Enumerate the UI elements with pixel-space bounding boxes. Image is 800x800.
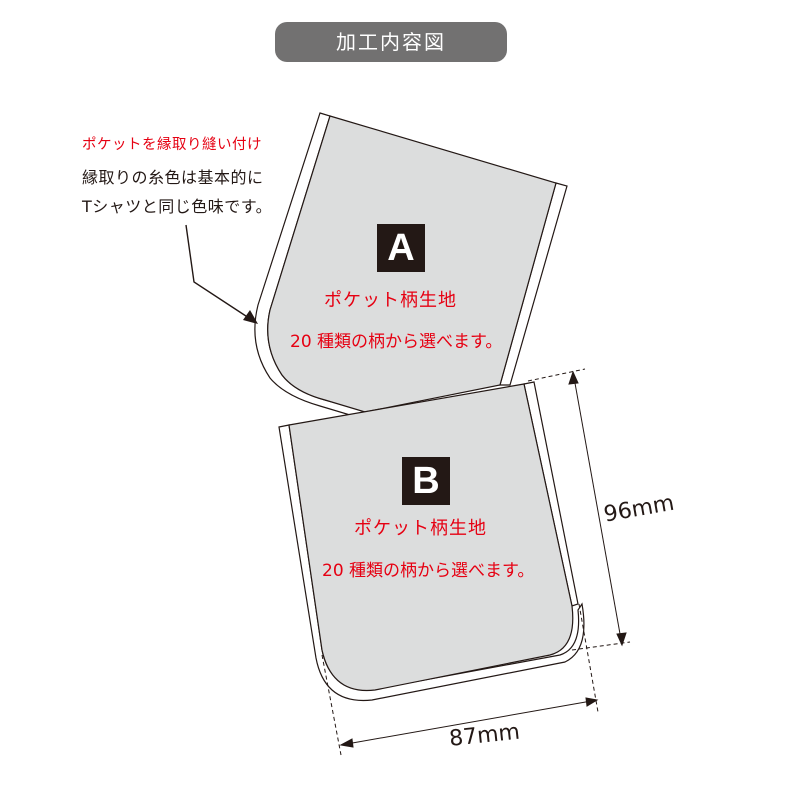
badge-a: A (377, 224, 425, 272)
dimension-lines (321, 368, 631, 756)
pocket-a-label: ポケット柄生地 (324, 290, 457, 311)
pocket-b-label: ポケット柄生地 (354, 518, 487, 539)
callout-heading: ポケットを縁取り縫い付け (82, 137, 262, 153)
pocket-b-note: 20 種類の柄から選べます。 (322, 561, 535, 581)
pocket-b (278, 381, 585, 702)
callout-arrow (185, 224, 258, 324)
callout-line-1: 縁取りの糸色は基本的に (82, 168, 264, 187)
pocket-a-note: 20 種類の柄から選べます。 (290, 332, 503, 352)
callout-line-2: Tシャツと同じ色味です。 (82, 197, 273, 216)
title-pill: 加工内容図 (275, 22, 507, 62)
badge-b: B (402, 457, 450, 505)
